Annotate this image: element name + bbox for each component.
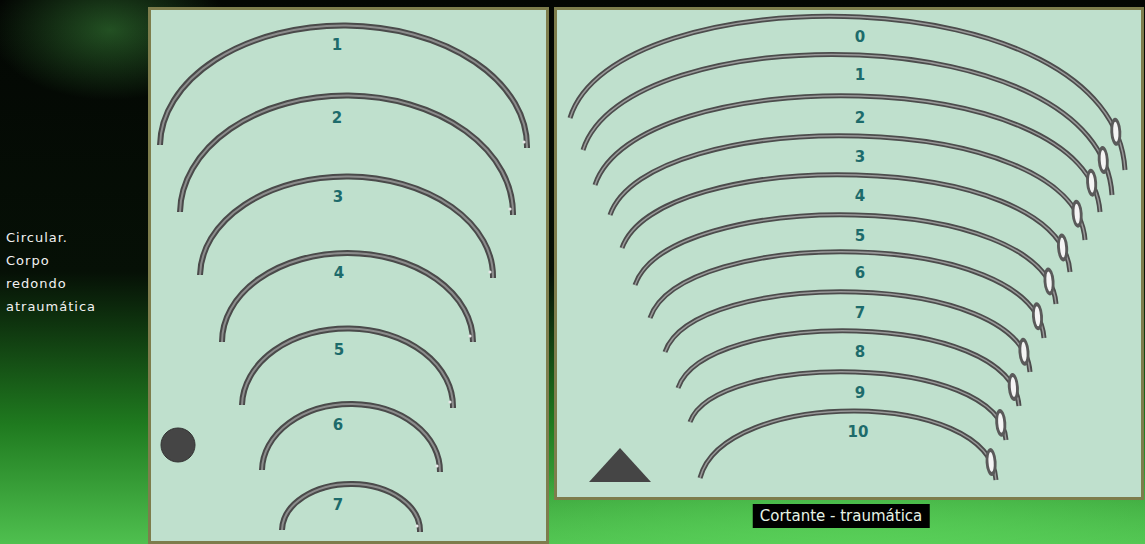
size-number: 7 [855, 304, 865, 322]
needle-eye [508, 207, 511, 210]
eye-rim [1085, 168, 1098, 197]
size-number: 3 [855, 148, 865, 166]
needle-eye [522, 140, 525, 143]
needle-eye [448, 400, 451, 403]
size-number: 5 [334, 341, 344, 359]
needle-eye [1021, 342, 1028, 362]
needle-highlight [610, 136, 1085, 240]
needle-eye [488, 270, 491, 273]
cutting-needle [595, 96, 1100, 212]
size-number: 9 [855, 384, 865, 402]
needle-eye [1034, 306, 1041, 326]
needle-highlight [242, 329, 453, 408]
needle-highlight [180, 96, 513, 215]
caption-box: Cortante - traumática [753, 504, 930, 528]
needle-eye [415, 524, 418, 527]
needle-highlight [160, 25, 527, 148]
needle-eye [435, 464, 438, 467]
eye-rim [1056, 233, 1069, 262]
size-number: 2 [855, 109, 865, 127]
needle-eye [1074, 204, 1081, 224]
size-number: 1 [332, 36, 342, 54]
eye-rim [985, 448, 998, 477]
needle-highlight [650, 252, 1044, 338]
needle-highlight [262, 404, 440, 472]
cutting-needle [650, 252, 1044, 338]
left-panel [150, 9, 548, 543]
eye-rim [994, 409, 1007, 438]
size-number: 10 [848, 423, 869, 441]
size-number: 5 [855, 227, 865, 245]
size-number: 4 [334, 264, 344, 282]
size-number: 1 [855, 66, 865, 84]
round-needle [180, 96, 513, 215]
needle-highlight [622, 175, 1070, 272]
needle-eye [468, 334, 471, 337]
round-needle [200, 176, 493, 278]
needle-highlight [200, 176, 493, 278]
cutting-needle [610, 136, 1085, 240]
needle-eye [1088, 173, 1095, 193]
round-needle [242, 329, 453, 408]
size-number: 8 [855, 343, 865, 361]
cutting-needle [570, 16, 1125, 170]
round-needle [160, 25, 527, 148]
needle-eye [997, 413, 1004, 433]
cutting-needle [622, 175, 1070, 272]
right-panel [556, 9, 1143, 499]
eye-rim [1043, 267, 1056, 296]
needle-eye [988, 452, 994, 472]
eye-rim [1071, 199, 1084, 228]
eye-rim [1007, 373, 1020, 402]
needle-eye [1010, 377, 1017, 397]
eye-rim [1017, 337, 1030, 366]
needle-eye [1059, 237, 1066, 257]
needle-highlight [282, 484, 420, 532]
round-needle [282, 484, 420, 532]
needle-eye [1046, 271, 1053, 291]
size-number: 2 [332, 109, 342, 127]
size-number: 3 [333, 188, 343, 206]
needle-highlight [700, 411, 996, 480]
needle-eye [1100, 150, 1106, 170]
cutting-needle [700, 411, 996, 480]
needle-eye [1113, 122, 1119, 142]
eye-rim [1031, 302, 1044, 331]
round-needle [262, 404, 440, 472]
size-number: 7 [333, 496, 343, 514]
needle-highlight [570, 16, 1125, 170]
needle-highlight [595, 96, 1100, 212]
triangle-section-symbol [589, 448, 651, 482]
side-note: Circular. Corpo redondo atraumática [6, 226, 106, 318]
round-section-symbol [161, 428, 195, 462]
size-number: 4 [855, 187, 865, 205]
size-number: 6 [333, 416, 343, 434]
eye-rim [1097, 146, 1110, 175]
eye-rim [1110, 118, 1123, 147]
size-number: 0 [855, 28, 865, 46]
size-number: 6 [855, 264, 865, 282]
